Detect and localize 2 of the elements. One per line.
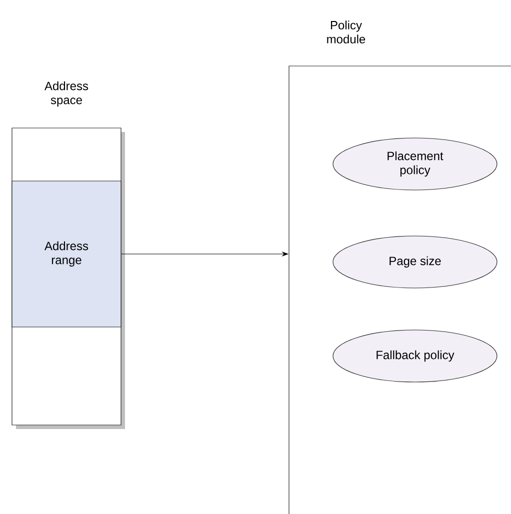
heading-text: Policy module bbox=[327, 20, 366, 44]
heading-text: Address space bbox=[44, 81, 88, 107]
